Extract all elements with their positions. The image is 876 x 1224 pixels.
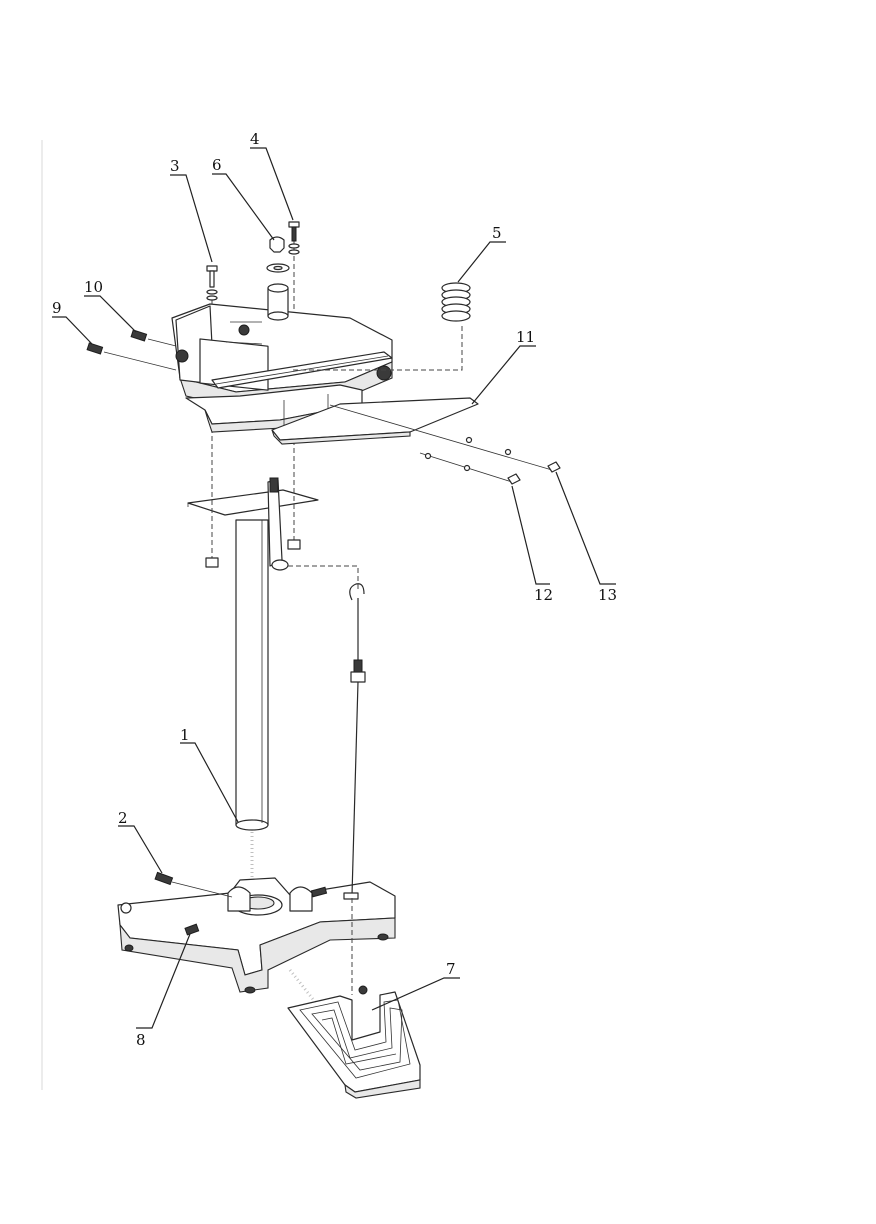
callout-5: 5	[492, 224, 502, 242]
callout-11: 11	[516, 328, 535, 346]
leader-2	[118, 826, 162, 873]
part-1-column	[236, 520, 268, 830]
part-5-spring	[442, 283, 470, 321]
part-9-bolt	[87, 343, 176, 370]
part-13-wing-screw	[548, 462, 560, 472]
callout-8: 8	[136, 1031, 146, 1049]
callout-1: 1	[180, 726, 190, 744]
leader-3	[170, 175, 212, 262]
part-10-bolt	[131, 330, 176, 346]
callout-9: 9	[52, 299, 62, 317]
leader-10	[84, 296, 136, 332]
callout-3: 3	[170, 157, 180, 175]
part-6-cap-nut	[270, 237, 284, 252]
callout-10: 10	[84, 278, 103, 296]
part-7-foot-pedal	[288, 986, 420, 1098]
callout-12: 12	[534, 586, 553, 604]
spacer-sleeve	[268, 284, 288, 320]
part-2-bolt	[155, 872, 232, 897]
leader-5	[458, 242, 506, 282]
column-top-plate	[188, 490, 318, 515]
leader-4	[250, 148, 293, 220]
leader-9	[52, 317, 92, 344]
leader-12	[512, 486, 550, 584]
callout-13: 13	[598, 586, 617, 604]
nut-below-bolt-4	[288, 540, 300, 549]
leader-6	[212, 174, 274, 240]
callout-6: 6	[212, 156, 222, 174]
leader-13	[556, 472, 616, 584]
leader-11	[472, 346, 536, 404]
leader-1	[180, 743, 238, 822]
pedal-rod	[344, 584, 365, 899]
callout-4: 4	[250, 130, 260, 148]
callout-2: 2	[118, 809, 128, 827]
callout-7: 7	[446, 960, 456, 978]
part-12-wing-screw	[508, 474, 520, 484]
base-wing-screw	[121, 903, 131, 913]
dashed-link-lever-rod	[288, 566, 358, 590]
washer-plate	[267, 264, 289, 272]
nut-below-bolt-3	[206, 558, 218, 567]
part-3-bolt	[207, 266, 217, 300]
